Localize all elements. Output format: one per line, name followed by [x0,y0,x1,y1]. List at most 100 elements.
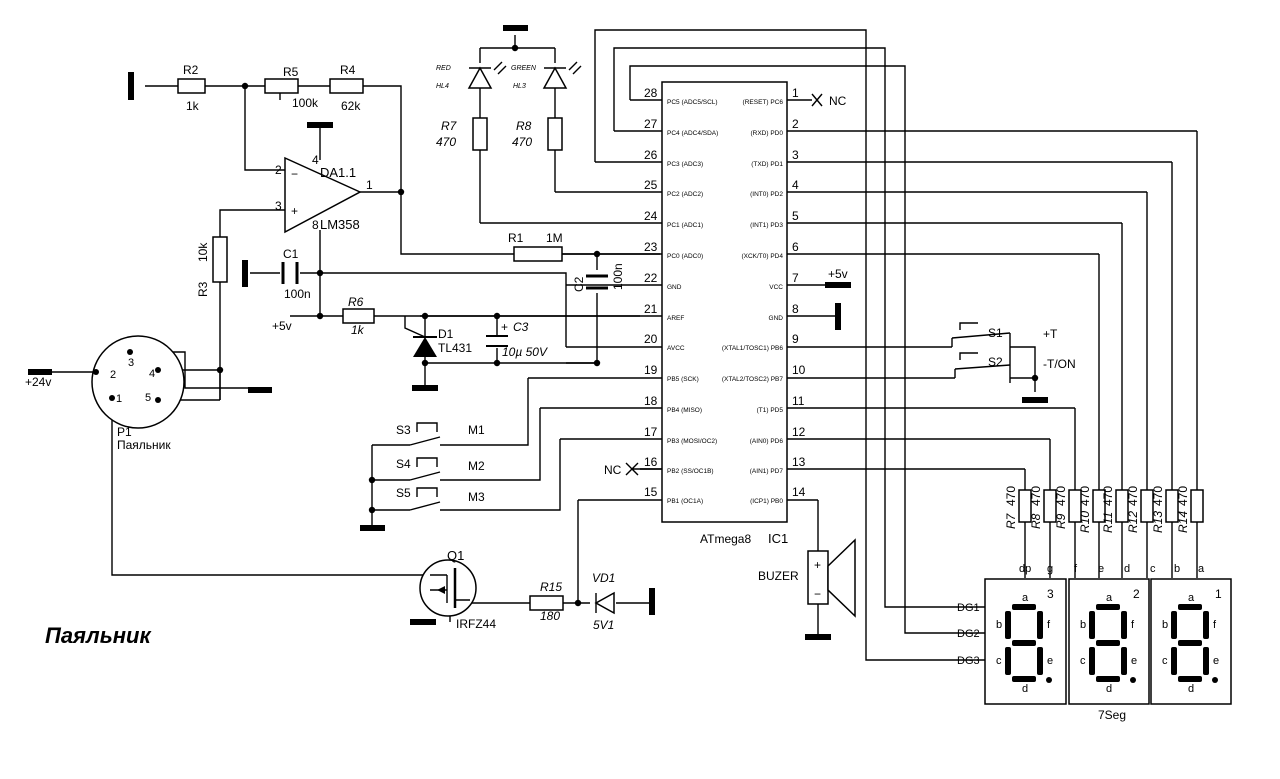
vd1-value: 5V1 [593,618,614,632]
seg-res-value: 470 [1029,486,1043,506]
digit-3-segments: a b c d e f [996,592,1053,695]
segment-resistor-r9: R9 470 f [1054,486,1082,575]
r8-led-ref: R8 [516,119,532,133]
r7-led-value: 470 [436,135,456,149]
seg-res-segment: c [1150,563,1156,575]
buzzer-label: BUZER [758,569,799,583]
segment-resistor-r11: R11 470 d [1101,486,1130,575]
digit3-seg-e: e [1047,655,1053,667]
ground-symbols [28,25,1048,640]
pin-number: 10 [792,363,806,377]
seg-res-segment: f [1074,563,1078,575]
r6-value: 1k [351,323,365,337]
pin-number: 26 [644,148,658,162]
mcu-name: ATmega8 [700,532,751,546]
c3-value: 10µ 50V [502,345,548,359]
mcu-left-pins: 28 PC5 (ADC5/SCL) 27 PC4 (ADC4/SDA) 26 P… [644,86,718,505]
switch-s1: S1 +T [951,322,1058,341]
c3-ref: C3 [513,320,529,334]
pin-label: PC5 (ADC5/SCL) [667,99,718,106]
pin-number: 16 [644,455,658,469]
q1-name: IRFZ44 [456,617,496,631]
digit3-seg-b: b [996,619,1002,631]
dg3-label: DG3 [957,655,980,667]
mcu-pin-21: 21 AREF [644,302,684,322]
c2-value: 100n [611,263,625,290]
pin-label: (RESET) PC6 [743,99,784,106]
mcu-pin-3: 3 (TXD) PD1 [751,148,799,168]
segment-resistor-r10: R10 470 e [1078,486,1106,575]
p1-pin-1: 1 [116,393,122,405]
pin-number: 25 [644,178,658,192]
nc-label-pin1: NC [829,94,847,108]
pin-number: 18 [644,394,658,408]
s2-ref: S2 [988,355,1003,369]
p1-name: Паяльник [117,438,171,452]
s3-label: M1 [468,423,485,437]
r1-ref: R1 [508,231,524,245]
r4-ref: R4 [340,63,356,77]
pin-number: 1 [792,86,799,100]
transistor-q1: Q1 IRFZ44 [419,548,496,631]
mcu-pin-16: 16 PB2 (SS/OC1B) [644,455,714,475]
pin-label: PC3 (ADC3) [667,161,703,168]
hl3-ref: HL3 [513,83,526,90]
pin-label: PC4 (ADC4/SDA) [667,130,718,137]
digit-2-segments: a b c d e f [1080,592,1137,695]
digit-number-2: 2 [1133,587,1140,601]
s2-label: -T/ON [1043,357,1076,371]
pin-label: AREF [667,315,684,322]
pin-label: GND [769,315,784,322]
hl4-ref: HL4 [436,83,449,90]
p1-ref: P1 [117,425,132,439]
mcu-pin-12: 12 (AIN0) PD6 [750,425,806,445]
p1-supply-label: +24v [25,375,51,389]
pin-number: 3 [792,148,799,162]
vcc-label-left: +5v [272,319,292,333]
pin-label: (AIN1) PD7 [750,468,784,475]
r7-led-ref: R7 [441,119,458,133]
mcu-pin-13: 13 (AIN1) PD7 [750,455,806,475]
resistor-r4: R4 62k [329,63,364,113]
pin-label: (INT0) PD2 [750,191,783,198]
pin-number: 14 [792,485,806,499]
pin-label: (TXD) PD1 [751,161,783,168]
s3-ref: S3 [396,423,411,437]
resistor-r3: 10k R3 [196,236,228,297]
junctions [216,44,1039,607]
r8-led-value: 470 [512,135,532,149]
pin-label: (XCK/T0) PD4 [741,253,783,260]
mcu-pin-17: 17 PB3 (MOSI/OC2) [644,425,717,445]
pin-label: PC2 (ADC2) [667,191,703,198]
vd1-ref: VD1 [592,571,615,585]
resistor-r2: R2 1k [177,63,206,113]
pin-label: (XTAL1/TOSC1) PB6 [722,345,784,352]
seg-res-segment: dp [1019,563,1031,575]
pin-label: (RXD) PD0 [750,130,783,137]
s5-ref: S5 [396,486,411,500]
pin-label: GND [667,284,682,291]
mcu-pin-4: 4 (INT0) PD2 [750,178,799,198]
mcu-pin-5: 5 (INT1) PD3 [750,209,799,229]
capacitor-c2: C2 100n [572,263,625,292]
mcu-pin-20: 20 AVCC [644,332,685,352]
seg-res-value: 470 [1151,486,1165,506]
pin-number: 12 [792,425,806,439]
r2-value: 1k [186,99,200,113]
mcu-pin-19: 19 PB5 (SCK) [644,363,699,383]
opamp-ref: DA1.1 [320,165,356,180]
mcu-atmega8: ATmega8 IC1 [661,81,788,546]
switch-s5: S5 M3 [396,486,485,511]
mcu-pin-23: 23 PC0 (ADC0) [644,240,703,260]
r3-value: 10k [196,242,210,262]
pin-label: (INT1) PD3 [750,222,783,229]
r5-value: 100k [292,96,319,110]
segment-resistors: R7 470 dp R8 470 g R9 470 f R10 470 e R1… [1004,486,1205,575]
d1-ref: D1 [438,327,454,341]
schematic-title: Паяльник [45,623,152,648]
mcu-pin-28: 28 PC5 (ADC5/SCL) [644,86,718,106]
mcu-pin-26: 26 PC3 (ADC3) [644,148,703,168]
mcu-pin-10: 10 (XTAL2/TOSC2) PB7 [722,363,806,383]
r3-ref: R3 [196,281,210,297]
